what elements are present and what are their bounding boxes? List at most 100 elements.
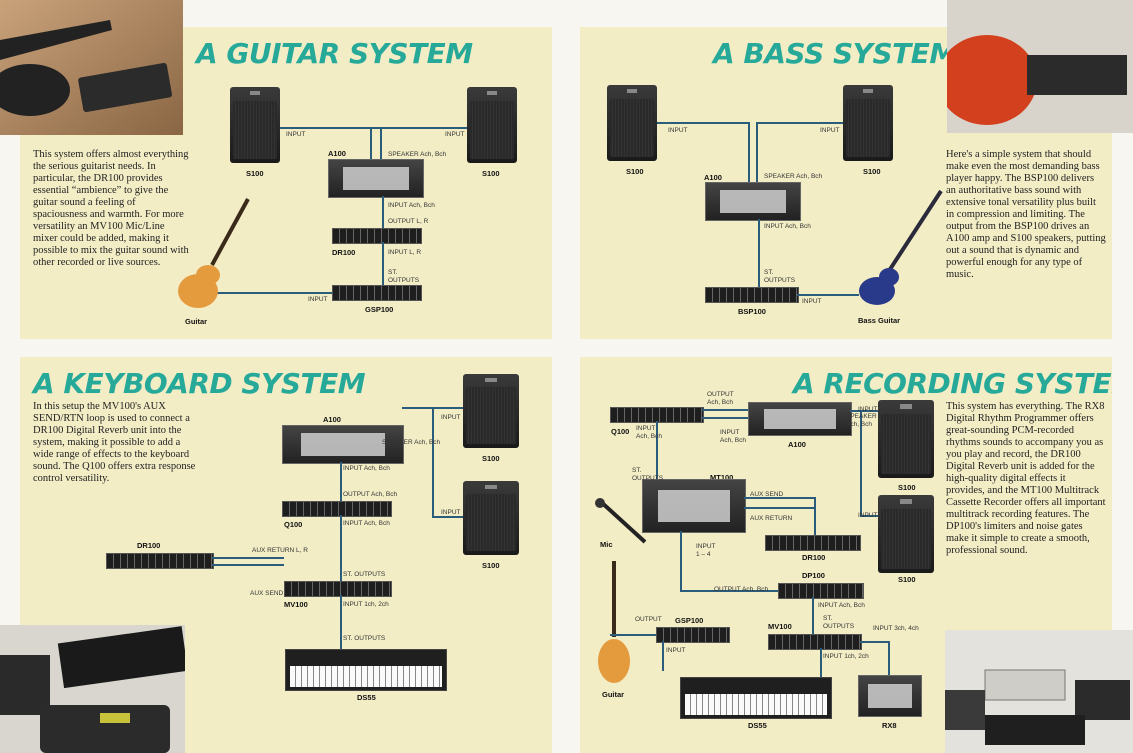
cable [680,590,778,592]
keyboard-photo [0,625,185,753]
cable-label: INPUT [858,512,878,519]
cable-label: OUTPUT [635,616,662,623]
rack-unit-icon [765,535,861,551]
device-label-gsp100: GSP100 [365,305,394,314]
rack-unit-icon [778,583,864,599]
amp-icon [705,182,801,221]
amp-icon [328,159,424,198]
cable-label: INPUT [802,298,822,305]
recording-system-title: A RECORDING SYSTEM [793,367,1112,400]
cable [814,497,816,535]
device-label-s100: S100 [626,167,644,176]
cable-label: INPUT 3ch, 4ch [873,625,919,632]
cable-label: INPUT Ach, Bch [764,223,811,230]
cable-label: SPEAKER Ach, Bch [846,413,877,428]
device-label-dr100: DR100 [137,541,161,550]
cable-label: SPEAKER Ach, Bch [388,151,447,158]
cable-label: INPUT Ach, Bch [636,425,663,440]
cable-label: INPUT 1ch, 2ch [343,601,389,608]
cable-label: INPUT [441,414,461,421]
cable [702,417,748,419]
cable [812,597,814,634]
drum-machine-icon [858,675,922,717]
cable [340,515,342,581]
cable [744,507,814,509]
device-label-guitar: Guitar [602,690,625,699]
cable-label: INPUT Ach, Bch [720,429,747,444]
cable [860,515,878,517]
cable-label: INPUT [858,406,878,413]
cable-label: INPUT [308,296,328,303]
speaker-icon [463,481,519,555]
speaker-icon [467,87,517,163]
cable [610,634,656,636]
cable [656,421,658,479]
guitar-icon [178,198,250,308]
microphone-icon [595,498,647,544]
cable [280,127,380,129]
keyboard-system-title: A KEYBOARD SYSTEM [33,367,366,400]
cable-label: INPUT [286,131,306,138]
cable-label: OUTPUT L, R [388,218,429,225]
cable-label: ST. OUTPUTS [388,269,420,284]
cable [662,641,664,671]
recording-photo [945,630,1133,753]
guitar-photo [0,0,183,135]
cable [340,595,342,649]
device-label-s100: S100 [482,561,500,570]
cable [758,219,760,287]
cable-label: SPEAKER Ach, Bch [382,439,441,446]
device-label-a100: A100 [788,440,806,449]
cable-label: INPUT Ach, Bch [818,602,865,609]
cable-label: AUX SEND [250,590,284,597]
device-label-rx8: RX8 [882,721,897,730]
cable-label: AUX RETURN [750,515,793,522]
device-label-q100: Q100 [284,520,303,529]
cable-label: ST. OUTPUTS [343,571,386,578]
keyboard-icon [680,677,832,719]
cable [382,196,384,228]
cable [380,127,382,159]
cable-label: AUX SEND [750,491,784,498]
cable [888,641,890,675]
device-label-a100: A100 [704,173,722,182]
device-label-mv100: MV100 [768,622,792,631]
cable-label: SPEAKER Ach, Bch [764,173,823,180]
device-label-s100: S100 [482,454,500,463]
speaker-icon [607,85,657,161]
guitar-system-panel: A GUITAR SYSTEM This system offers almos… [20,27,552,339]
cable-label: INPUT [820,127,840,134]
bass-photo [947,0,1133,133]
device-label-s100: S100 [863,167,881,176]
device-label-bass-guitar: Bass Guitar [858,316,901,325]
cable-label: INPUT Ach, Bch [388,202,435,209]
device-label-ds55: DS55 [357,693,376,702]
device-label-s100: S100 [246,169,264,178]
cable [195,292,332,294]
guitar-system-description: This system offers almost everything the… [33,149,189,268]
cable-label: INPUT L, R [388,249,422,256]
device-label-s100: S100 [898,483,916,492]
recording-system-description: This system has everything. The RX8 Digi… [946,401,1106,556]
device-label-mic: Mic [600,540,613,549]
rack-unit-icon [332,228,422,244]
cable [744,497,814,499]
cable [340,462,342,501]
speaker-icon [230,87,280,163]
cable-label: INPUT [441,509,461,516]
device-label-mv100: MV100 [284,600,308,609]
cable [382,242,384,285]
cable [850,410,878,412]
cable [370,127,467,129]
device-label-dp100: DP100 [802,571,825,580]
guitar-system-title: A GUITAR SYSTEM [196,37,473,70]
cable [748,122,750,182]
cable [370,127,372,159]
device-label-guitar: Guitar [185,317,208,326]
cable [756,122,758,182]
speaker-icon [843,85,893,161]
speaker-icon [463,374,519,448]
cable-label: ST. OUTPUTS [343,635,386,642]
keyboard-icon [285,649,447,691]
device-label-q100: Q100 [611,427,630,436]
